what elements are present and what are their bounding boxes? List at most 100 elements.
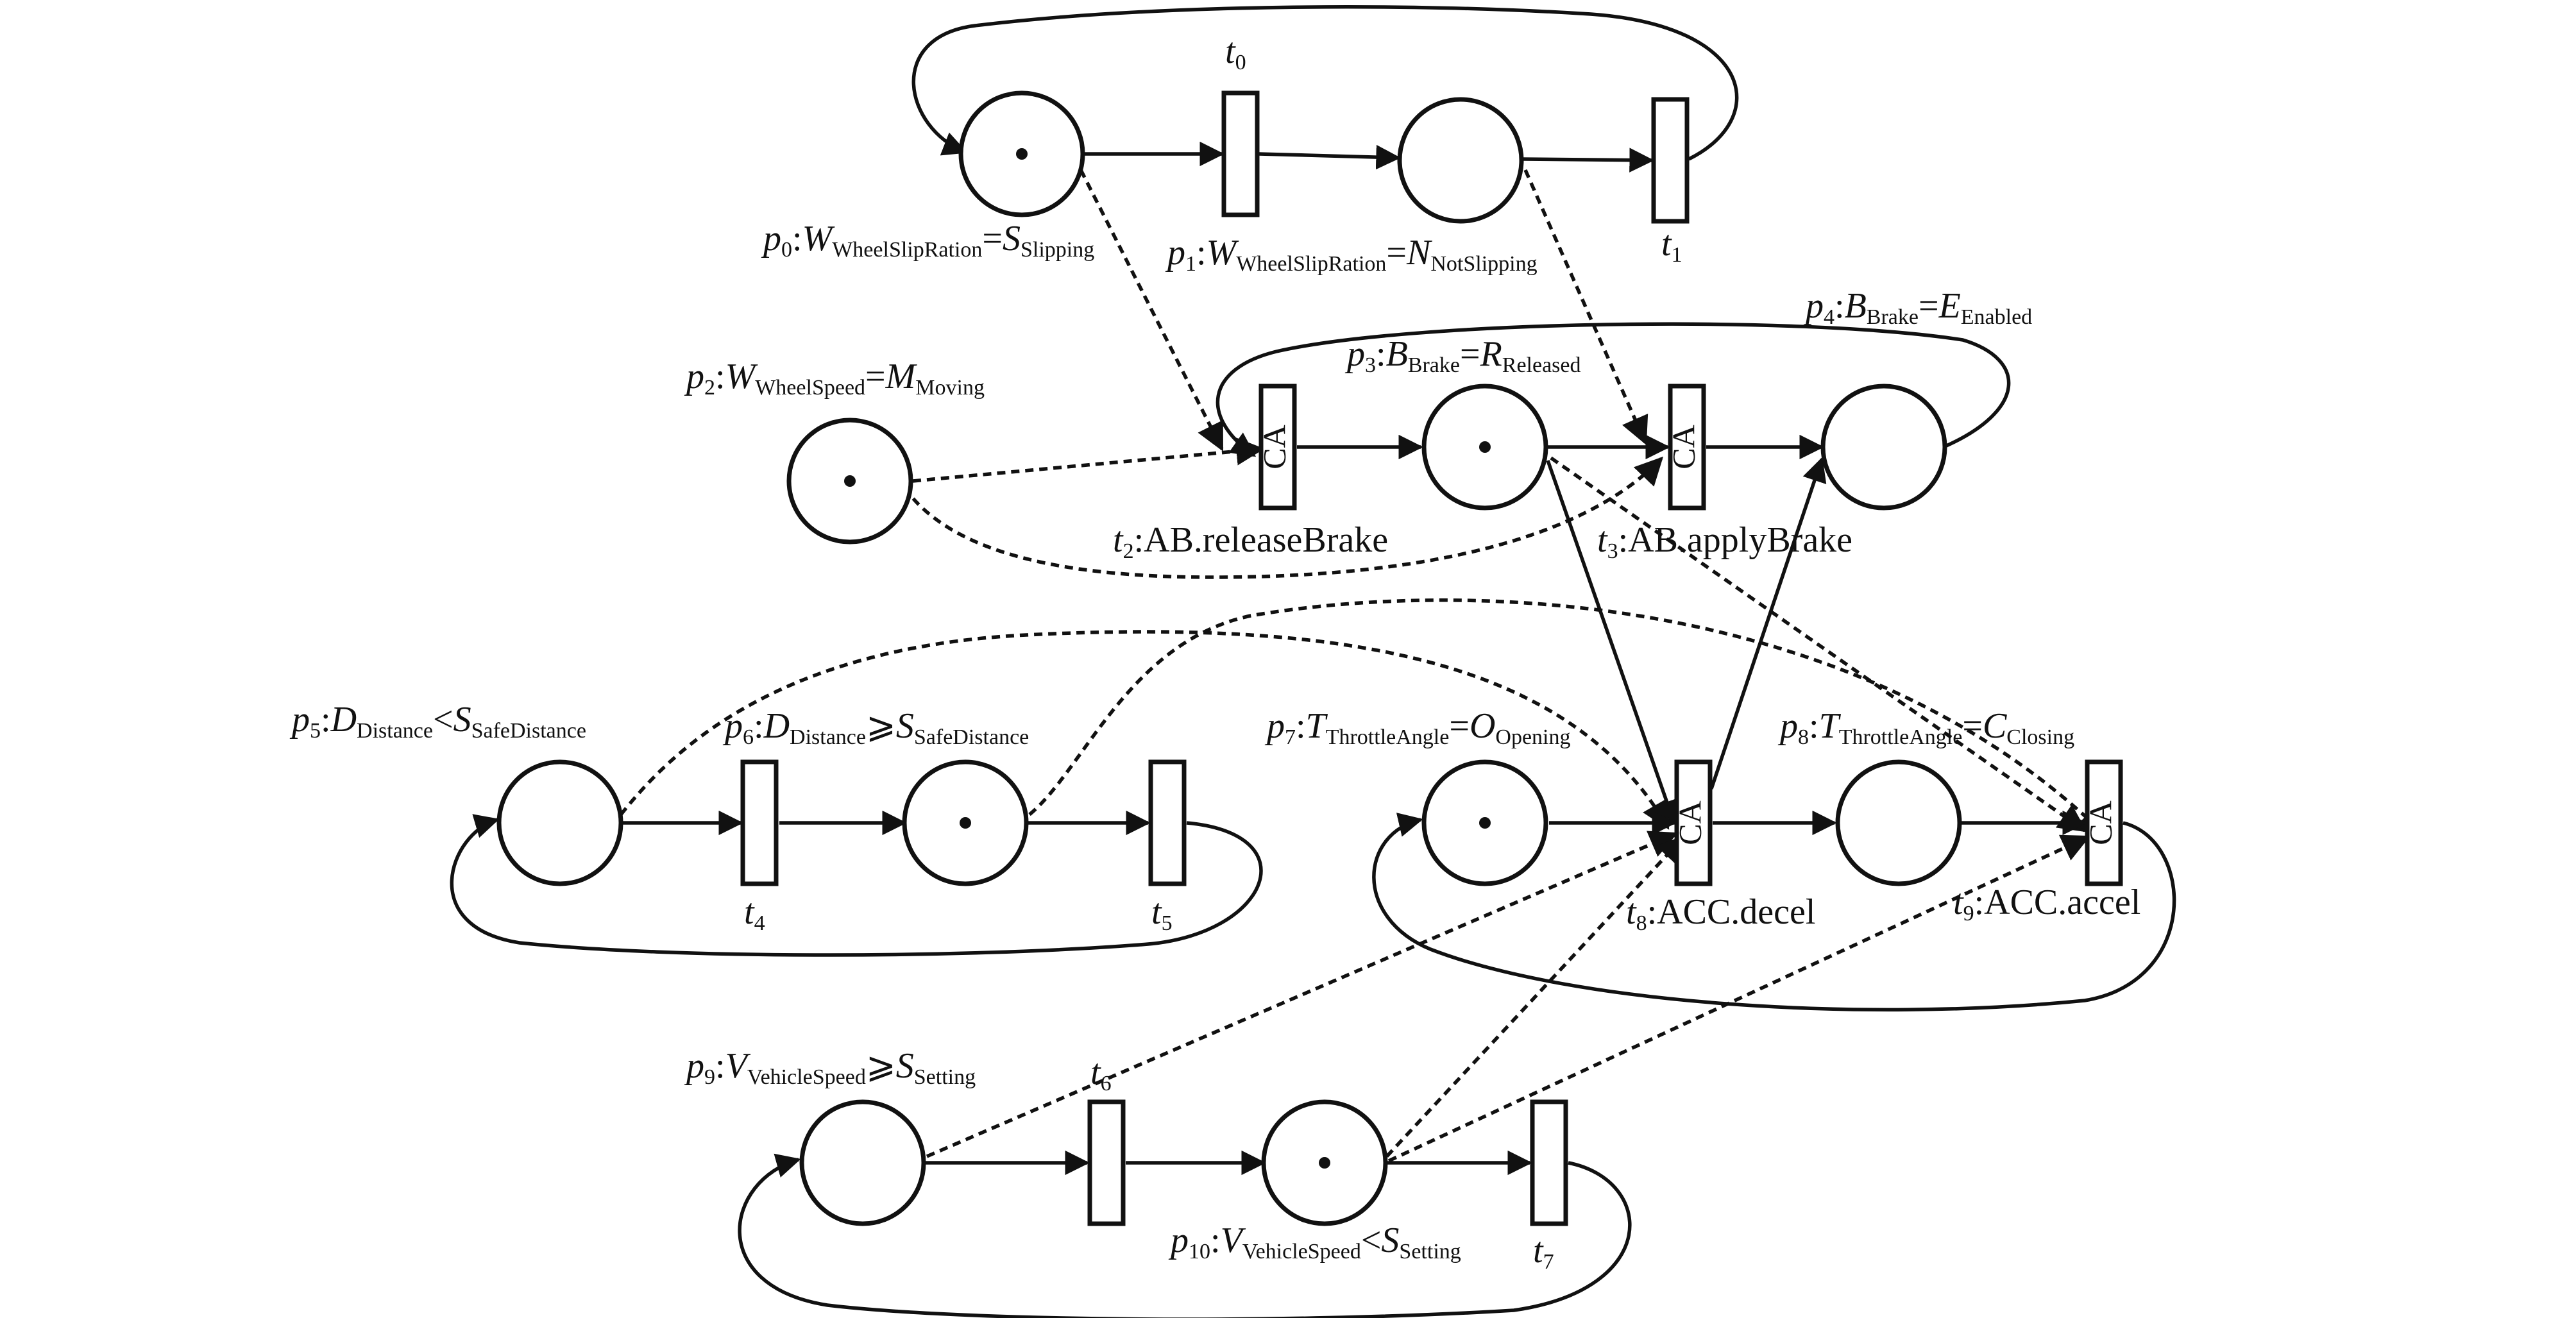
token-p3 [1479,441,1491,453]
label-t6-a: t [1090,1052,1101,1092]
arc-p1-t1 [1521,148,1654,173]
label-t9: t9:ACC.accel [1953,883,2140,925]
label-p5-a-sub: 5 [310,719,321,743]
label-p5-d: < [433,700,453,739]
place-p9 [799,1099,926,1226]
label-p10-d: < [1361,1221,1382,1260]
label-p7-a-sub: 7 [1285,725,1296,749]
label-t6: t6 [1090,1052,1112,1095]
label-t4-a: t [744,892,755,932]
arc-p10-t9 [1387,834,2090,1163]
label-p4-c: B [1845,286,1867,326]
label-t1: t1 [1661,224,1682,267]
label-p1: p1:WWheelSlipRation=NNotSlipping [1165,233,1538,276]
label-p10-b: : [1210,1221,1221,1260]
label-p5-c: D [330,700,357,739]
label-p5-b: : [321,700,331,739]
label-p2-e-sub: Moving [915,376,985,400]
transition-t1 [1651,97,1690,224]
label-t8-a-sub: 8 [1636,911,1647,935]
label-p2-a-sub: 2 [704,376,715,400]
label-p2-c: W [725,357,758,396]
token-p2 [844,475,856,487]
transition-t5 [1148,759,1187,886]
label-p1-e-sub: NotSlipping [1430,252,1537,276]
label-p10: p10:VVehicleSpeed<SSetting [1168,1221,1461,1263]
arc-layer [450,5,2176,1318]
place-p8 [1835,759,1962,886]
label-p7-c-sub: ThrottleAngle [1326,725,1450,749]
label-p1-a: p [1165,233,1185,273]
label-t3-name: :AB.applyBrake [1618,520,1852,560]
token-p6 [960,817,971,829]
label-p9-a-sub: 9 [704,1065,715,1089]
label-p8-b: : [1809,706,1819,746]
label-p0-a-sub: 0 [781,238,792,262]
place-layer [496,90,1962,1226]
label-t4: t4 [744,892,765,935]
label-p6-d: ⩾ [866,706,896,746]
label-p0-c: W [802,219,835,258]
label-p6-a-sub: 6 [743,725,754,749]
label-t8: t8:ACC.decel [1626,892,1815,935]
label-t7-a-sub: 7 [1543,1250,1554,1274]
label-p7: p7:TThrottleAngle=OOpening [1264,706,1570,749]
ca-label-t2: CA [1256,425,1292,469]
place-p10 [1261,1099,1388,1226]
label-p2-c-sub: WheelSpeed [755,376,865,400]
arc-p1-t3 [1523,169,1648,446]
label-p6: p6:DDistance⩾SSafeDistance [722,706,1029,749]
label-t9-a: t [1953,883,1964,922]
label-p3-c: B [1386,334,1408,374]
arc-t8-p4 [1709,457,1827,790]
label-t5: t5 [1151,892,1173,935]
label-p0-e: S [1003,219,1021,258]
label-p5-e-sub: SafeDistance [471,719,586,743]
label-p8-c: T [1819,706,1842,746]
label-t5-a: t [1151,892,1162,932]
token-p7 [1479,817,1491,829]
label-p3: p3:BBrake=RReleased [1344,334,1581,377]
label-p7-c: T [1306,706,1328,746]
transition-t2: CA [1256,384,1297,511]
label-p9-e-sub: Setting [914,1065,976,1089]
place-p3 [1421,384,1548,511]
place-p4 [1820,384,1947,511]
label-p2: p2:WWheelSpeed=MMoving [684,357,985,400]
transition-t0 [1221,90,1260,217]
label-t9-a-sub: 9 [1963,902,1974,925]
label-layer: p0:WWheelSlipRation=SSlipping p1:WWheelS… [289,31,2140,1274]
label-p6-c: D [763,706,790,746]
label-p5-e: S [453,700,471,739]
label-t2-name: :AB.releaseBrake [1134,520,1388,560]
transition-t6 [1087,1099,1126,1226]
label-p0-e-sub: Slipping [1021,238,1094,262]
label-p2-d: = [865,357,886,396]
label-p1-d: = [1386,233,1407,273]
arc-p5-t8 [619,630,1670,830]
label-p5-a: p [289,700,310,739]
label-p6-c-sub: Distance [790,725,866,749]
arc-t1-p0 [911,5,1739,161]
label-t2-a-sub: 2 [1123,539,1134,563]
label-t7-a: t [1533,1231,1544,1271]
label-p8-d: = [1962,706,1983,746]
transition-t4 [740,759,779,886]
label-p4-b: : [1835,286,1845,326]
place-p1 [1397,97,1524,224]
label-p3-e-sub: Released [1502,353,1581,377]
arc-t5-p5 [450,814,1263,957]
label-p8-e-sub: Closing [2006,725,2074,749]
label-p3-d: = [1460,334,1480,374]
label-p9-b: : [715,1046,725,1086]
arc-t7-p9 [738,1153,1632,1318]
label-p6-e: S [896,706,914,746]
label-p8-c-sub: ThrottleAngle [1839,725,1963,749]
label-p6-b: : [754,706,764,746]
label-p9-e: S [896,1046,914,1086]
label-p1-e: N [1406,233,1432,273]
place-p6 [902,759,1029,886]
label-p5: p5:DDistance<SSafeDistance [289,700,586,743]
label-t5-a-sub: 5 [1162,911,1173,935]
transition-t7 [1530,1099,1568,1226]
